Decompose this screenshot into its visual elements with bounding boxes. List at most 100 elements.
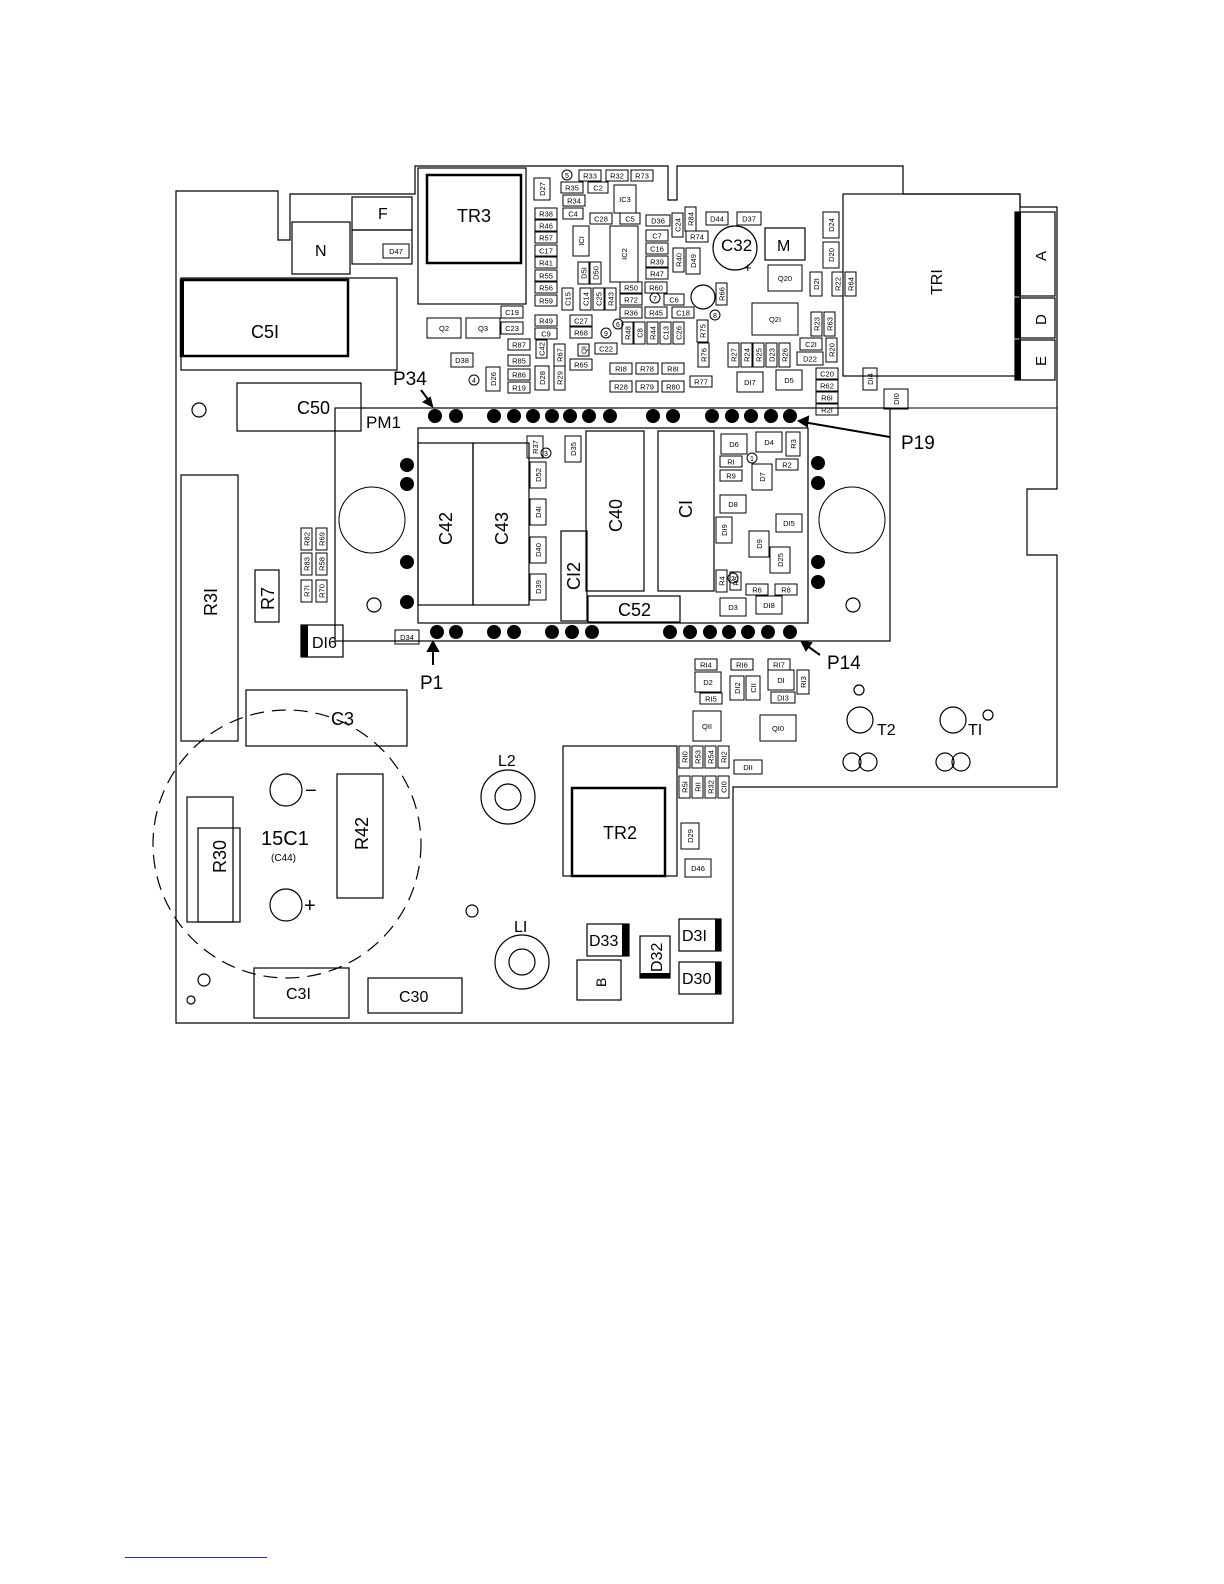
component-label: R24 [743,348,752,362]
component-d51 [577,261,590,285]
component-label: R78 [640,365,654,374]
component-r15 [699,692,723,705]
component-label: C27 [574,317,588,326]
component-d11 [733,759,763,775]
component-r5 [729,571,742,591]
component-label: C28 [594,215,608,224]
capacitor-c30 [367,977,463,1014]
component-label: C24 [674,218,683,232]
component-label: DI0 [892,393,901,405]
component-r57 [534,231,558,244]
component-label: C17 [539,247,553,256]
module-pin [507,409,521,423]
component-label: R35 [565,184,579,193]
component-d35 [564,435,582,463]
component-label: RI6 [736,661,748,670]
label-plus: + [304,895,316,917]
component-r86 [507,368,531,381]
component-label: C42 [538,342,547,356]
label-r30: R30 [210,840,230,873]
component-label: D26 [489,372,498,386]
component-c18 [671,306,695,319]
marker-circle [746,452,758,464]
component-d37 [736,211,762,226]
component-r45 [644,306,668,319]
component-d29 [680,822,700,850]
component-r19 [507,381,531,394]
component-c4 [562,207,584,220]
component-label: DI3 [777,694,789,703]
label-d33: D33 [589,933,618,950]
module-pin [400,458,414,472]
footnote-separator [125,1557,267,1558]
component-label: Q2I [769,315,781,324]
component-label: D8 [728,500,738,509]
component-r9 [719,469,743,482]
component-label: R56 [539,284,553,293]
module-pin [545,625,559,639]
component-r14 [694,658,718,671]
component-label: R28 [614,383,628,392]
component-label: R34 [567,197,581,206]
component-label: R19 [512,384,526,393]
component-r11 [691,775,704,799]
component-q1 [577,343,590,357]
component-label: Q2 [439,324,449,333]
component-label: RI7 [773,661,785,670]
component-label: R54 [707,750,716,764]
component-label: R26 [781,348,790,362]
component-r12 [717,745,730,769]
component-label: R37 [531,440,540,454]
component-label: R45 [649,309,663,318]
component-d22 [796,351,824,366]
component-r43 [604,287,617,311]
component-r70 [315,579,328,603]
component-label: R68 [574,329,588,338]
component-r64 [844,271,857,297]
component-r21 [815,403,839,416]
component-r3 [785,431,801,457]
component-label: R58 [318,557,327,571]
component-r62 [815,379,839,392]
component-r46 [534,219,558,232]
component-c2 [587,181,609,194]
component-r1 [719,455,743,468]
component-label: R48 [624,326,633,340]
label-c51: C5I [251,322,279,342]
label-pm1: PM1 [366,413,401,432]
module-pin [400,477,414,491]
component-label: D29 [686,829,695,843]
capacitor-15c1-outline [152,709,422,979]
label-tr3: TR3 [457,206,491,226]
component-r37 [526,435,544,459]
label-c30: C30 [399,989,428,1006]
marker-circle [561,169,573,181]
marker-number: 1 [750,456,754,463]
component-r44 [646,321,659,345]
label-a: A [1033,251,1050,261]
component-label: D37 [742,215,756,224]
component-r81 [661,362,685,375]
module-pin [683,625,697,639]
marker-circle [612,318,624,330]
component-r80 [661,380,685,393]
component-d26 [485,366,501,392]
c32-polarity: + [744,260,752,275]
label-r7: R7 [258,587,278,610]
component-label: C5 [625,215,635,224]
component-label: DI5 [783,519,795,528]
module-pin [563,409,577,423]
component-c20 [815,367,839,380]
label-p14: P14 [827,653,861,674]
component-label: R86 [512,371,526,380]
label-c3: C3 [331,709,354,729]
component-q3 [465,317,501,339]
component-label: CI0 [720,781,729,793]
component-label: D5 [784,376,794,385]
marker-number: 5 [565,173,569,180]
component-label: R43 [607,292,616,306]
component-r13 [796,669,810,695]
component-label: DI7 [744,378,756,387]
motor-m [764,227,806,261]
capacitor-c32 [712,225,758,271]
